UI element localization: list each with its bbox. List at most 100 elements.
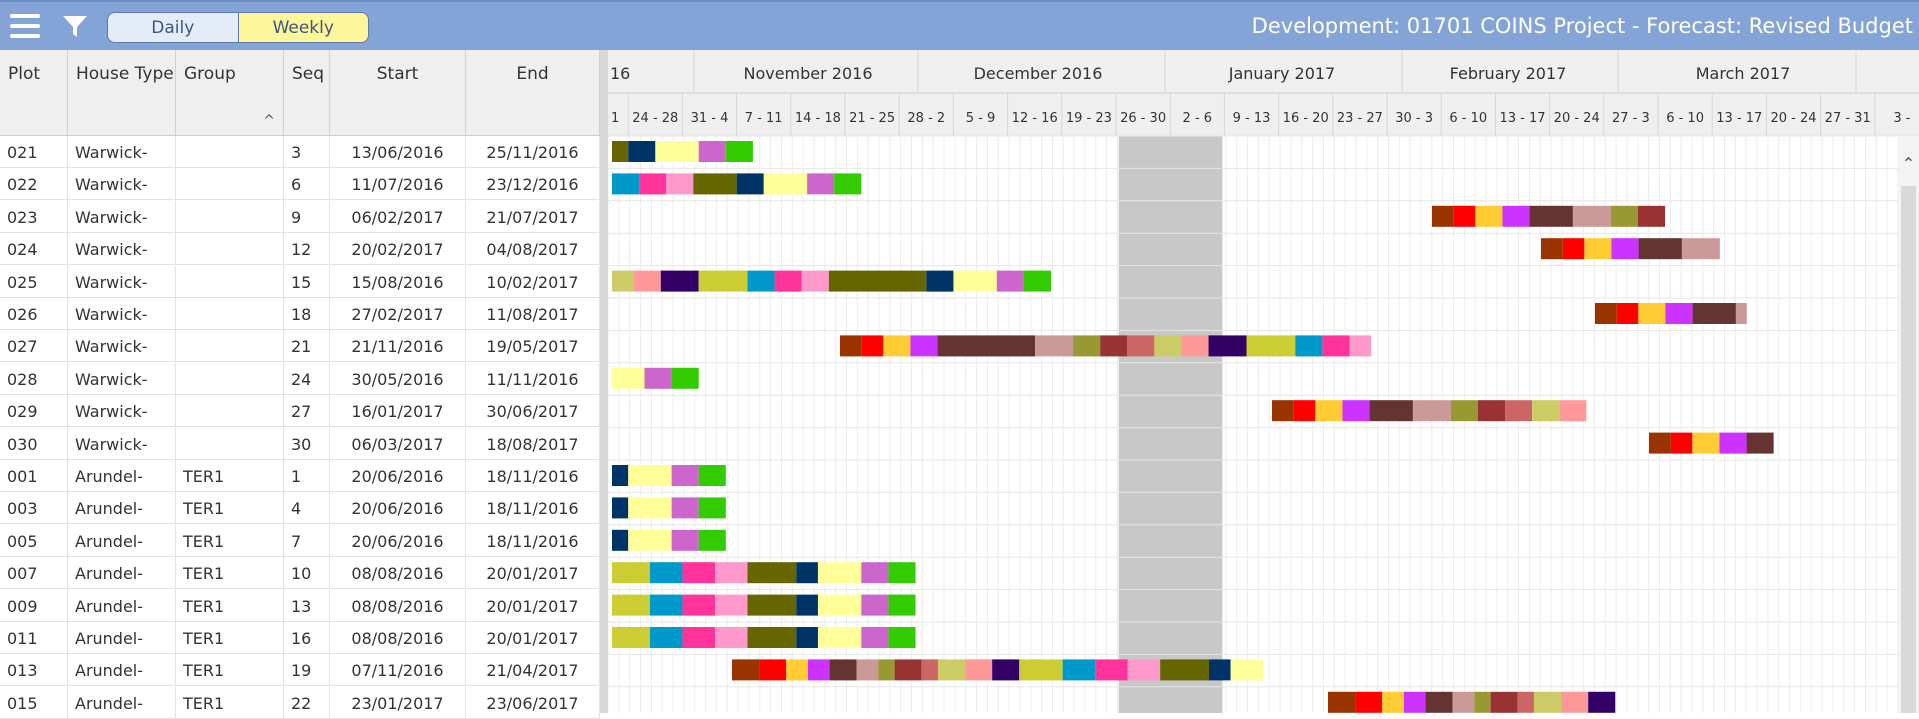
gantt-task-bar[interactable] [714, 627, 748, 648]
gantt-task-bar[interactable] [861, 594, 889, 616]
gantt-task-bar[interactable] [698, 270, 748, 292]
gantt-task-bar[interactable] [1517, 691, 1534, 713]
gantt-task-bar[interactable] [1382, 691, 1404, 713]
gantt-task-bar[interactable] [828, 270, 927, 292]
gantt-task-bar[interactable] [671, 367, 699, 389]
gantt-task-bar[interactable] [747, 594, 797, 616]
gantt-task-bar[interactable] [736, 173, 764, 195]
gantt-task-bar[interactable] [840, 335, 862, 357]
gantt-task-bar[interactable] [714, 562, 748, 584]
gantt-task-bar[interactable] [1505, 400, 1533, 422]
gantt-task-bar[interactable] [666, 173, 694, 195]
gantt-task-bar[interactable] [1541, 238, 1563, 260]
gantt-task-bar[interactable] [992, 659, 1020, 681]
gantt-task-bar[interactable] [1295, 335, 1323, 357]
gantt-task-bar[interactable] [660, 270, 699, 292]
gantt-task-bar[interactable] [714, 594, 748, 616]
gantt-task-bar[interactable] [965, 659, 993, 681]
gantt-task-bar[interactable] [1595, 303, 1617, 324]
gantt-task-bar[interactable] [1425, 691, 1453, 713]
gantt-task-bar[interactable] [1559, 400, 1587, 422]
gantt-task-bar[interactable] [698, 141, 726, 162]
gantt-task-bar[interactable] [817, 562, 862, 584]
gantt-task-bar[interactable] [612, 367, 645, 389]
gantt-task-bar[interactable] [883, 335, 911, 357]
gantt-task-bar[interactable] [633, 270, 661, 292]
gantt-task-bar[interactable] [1272, 400, 1294, 422]
gantt-task-bar[interactable] [671, 465, 699, 486]
gantt-task-bar[interactable] [1588, 691, 1616, 713]
gantt-task-bar[interactable] [747, 562, 797, 584]
gantt-task-bar[interactable] [671, 497, 699, 519]
gantt-task-bar[interactable] [1584, 238, 1612, 260]
hamburger-menu-icon[interactable] [10, 14, 40, 38]
gantt-task-bar[interactable] [937, 335, 1036, 357]
gantt-task-bar[interactable] [1452, 691, 1475, 713]
scroll-thumb[interactable] [1901, 186, 1916, 713]
column-header-plot[interactable]: Plot [0, 50, 68, 136]
gantt-task-bar[interactable] [1328, 691, 1356, 713]
gantt-task-bar[interactable] [649, 627, 683, 648]
gantt-task-bar[interactable] [1562, 238, 1585, 260]
gantt-task-bar[interactable] [801, 270, 829, 292]
daily-view-button[interactable]: Daily [108, 13, 239, 42]
gantt-task-bar[interactable] [1638, 303, 1666, 324]
scroll-up-icon[interactable]: ⌃ [1901, 154, 1916, 173]
gantt-task-bar[interactable] [628, 141, 656, 162]
gantt-task-bar[interactable] [612, 141, 629, 162]
gantt-task-bar[interactable] [861, 627, 889, 648]
gantt-task-bar[interactable] [910, 335, 938, 357]
gantt-task-bar[interactable] [878, 659, 895, 681]
pane-splitter[interactable] [600, 50, 608, 713]
gantt-task-bar[interactable] [937, 659, 966, 681]
gantt-task-bar[interactable] [639, 173, 667, 195]
gantt-task-bar[interactable] [1160, 659, 1209, 681]
gantt-task-bar[interactable] [861, 335, 884, 357]
gantt-task-bar[interactable] [1610, 205, 1638, 227]
column-header-start[interactable]: Start [330, 50, 466, 136]
gantt-task-bar[interactable] [1293, 400, 1316, 422]
column-header-group[interactable]: Group ^ [176, 50, 284, 136]
gantt-task-bar[interactable] [888, 594, 916, 616]
gantt-task-bar[interactable] [1649, 432, 1671, 454]
gantt-task-bar[interactable] [1616, 303, 1639, 324]
gantt-task-bar[interactable] [698, 465, 726, 486]
gantt-task-bar[interactable] [1073, 335, 1101, 357]
gantt-task-bar[interactable] [628, 465, 672, 486]
gantt-task-bar[interactable] [649, 562, 683, 584]
gantt-task-bar[interactable] [747, 627, 797, 648]
gantt-task-bar[interactable] [628, 529, 672, 551]
gantt-task-bar[interactable] [1208, 335, 1247, 357]
gantt-task-bar[interactable] [725, 141, 753, 162]
gantt-task-bar[interactable] [888, 562, 916, 584]
gantt-task-bar[interactable] [786, 659, 808, 681]
gantt-task-bar[interactable] [1127, 335, 1155, 357]
gantt-task-bar[interactable] [682, 562, 715, 584]
gantt-task-bar[interactable] [1412, 400, 1451, 422]
gantt-task-bar[interactable] [1450, 400, 1478, 422]
gantt-task-bar[interactable] [1533, 691, 1562, 713]
gantt-task-bar[interactable] [732, 659, 760, 681]
gantt-task-bar[interactable] [1477, 400, 1506, 422]
gantt-task-bar[interactable] [682, 627, 715, 648]
gantt-task-bar[interactable] [759, 659, 787, 681]
gantt-task-bar[interactable] [1529, 205, 1573, 227]
gantt-task-bar[interactable] [796, 627, 818, 648]
gantt-task-bar[interactable] [834, 173, 862, 195]
sort-ascending-icon[interactable]: ^ [263, 113, 275, 129]
gantt-task-bar[interactable] [671, 529, 699, 551]
gantt-task-bar[interactable] [612, 497, 629, 519]
gantt-task-bar[interactable] [1502, 205, 1530, 227]
gantt-task-bar[interactable] [1403, 691, 1426, 713]
gantt-task-bar[interactable] [1719, 432, 1747, 454]
